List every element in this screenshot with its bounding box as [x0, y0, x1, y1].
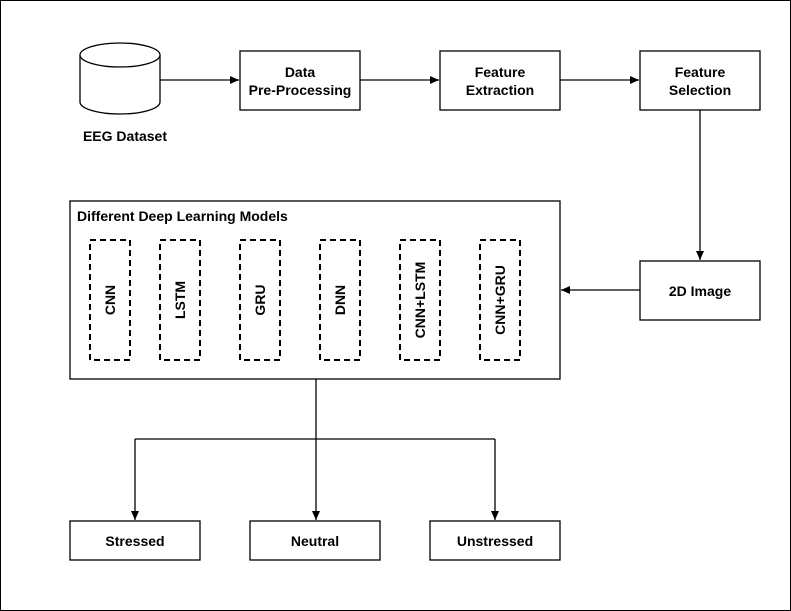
preprocessing-box — [239, 50, 361, 111]
model-label-gru: GRU — [252, 284, 268, 315]
feature-extraction-label-line1: Feature — [475, 64, 526, 80]
model-label-cnn-gru: CNN+GRU — [492, 265, 508, 335]
model-label-dnn: DNN — [332, 285, 348, 315]
model-label-lstm: LSTM — [172, 281, 188, 319]
feature-selection-label-line1: Feature — [675, 64, 726, 80]
model-box-gru — [239, 239, 281, 361]
output-box-stressed — [69, 520, 201, 561]
models-container — [69, 200, 561, 380]
image-2d-box — [639, 260, 761, 321]
model-label-cnn-lstm: CNN+LSTM — [412, 262, 428, 339]
model-box-cnn-gru — [479, 239, 521, 361]
output-label-unstressed: Unstressed — [457, 533, 533, 549]
feature-extraction-box — [439, 50, 561, 111]
preprocessing-label-line1: Data — [285, 64, 316, 80]
model-boxes — [89, 239, 521, 361]
models-title: Different Deep Learning Models — [77, 208, 288, 224]
model-box-lstm — [159, 239, 201, 361]
eeg-dataset-cylinder — [79, 42, 161, 115]
model-box-dnn — [319, 239, 361, 361]
model-box-cnn-lstm — [399, 239, 441, 361]
feature-selection-box — [639, 50, 761, 111]
model-box-cnn — [89, 239, 131, 361]
preprocessing-label-line2: Pre-Processing — [249, 82, 352, 98]
output-box-neutral — [249, 520, 381, 561]
eeg-dataset-label: EEG Dataset — [83, 128, 167, 144]
output-label-neutral: Neutral — [291, 533, 339, 549]
output-box-unstressed — [429, 520, 561, 561]
output-label-stressed: Stressed — [105, 533, 164, 549]
feature-extraction-label-line2: Extraction — [466, 82, 534, 98]
image-2d-label: 2D Image — [669, 283, 731, 299]
model-label-cnn: CNN — [102, 285, 118, 315]
feature-selection-label-line2: Selection — [669, 82, 731, 98]
